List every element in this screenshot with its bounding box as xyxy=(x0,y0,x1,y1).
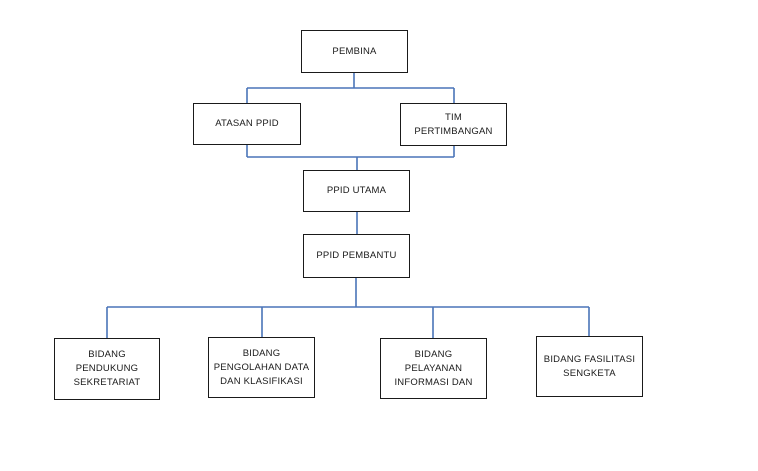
ppid-pembantu-label: PPID PEMBANTU xyxy=(316,250,397,261)
atasan-ppid-box: ATASAN PPID xyxy=(193,103,301,145)
bidang-fasilitasi-label: BIDANG FASILITASI SENGKETA xyxy=(543,353,636,379)
pembina-box: PEMBINA xyxy=(301,30,408,73)
bidang-pendukung-label: BIDANG PENDUKUNG SEKRETARIAT xyxy=(73,349,141,388)
pembina-label: PEMBINA xyxy=(332,45,377,57)
bidang-pelayanan-box: BIDANG PELAYANAN INFORMASI DAN xyxy=(380,338,487,399)
ppid-pembantu-box: PPID PEMBANTU xyxy=(303,234,410,278)
bidang-pengolahan-label: BIDANG PENGOLAHAN DATA DAN KLASIFIKASI xyxy=(213,348,310,387)
bidang-pendukung-box: BIDANG PENDUKUNG SEKRETARIAT xyxy=(54,338,160,400)
tim-pertimbangan-label: TIM PERTIMBANGAN xyxy=(414,111,493,137)
bidang-pelayanan-label: BIDANG PELAYANAN INFORMASI DAN xyxy=(394,349,473,388)
ppid-utama-label: PPID UTAMA xyxy=(326,185,387,196)
bidang-fasilitasi-box: BIDANG FASILITASI SENGKETA xyxy=(536,336,643,397)
atasan-ppid-label: ATASAN PPID xyxy=(215,118,279,129)
bidang-pengolahan-box: BIDANG PENGOLAHAN DATA DAN KLASIFIKASI xyxy=(208,337,315,398)
tim-pertimbangan-box: TIM PERTIMBANGAN xyxy=(400,103,507,146)
ppid-utama-box: PPID UTAMA xyxy=(303,170,410,212)
